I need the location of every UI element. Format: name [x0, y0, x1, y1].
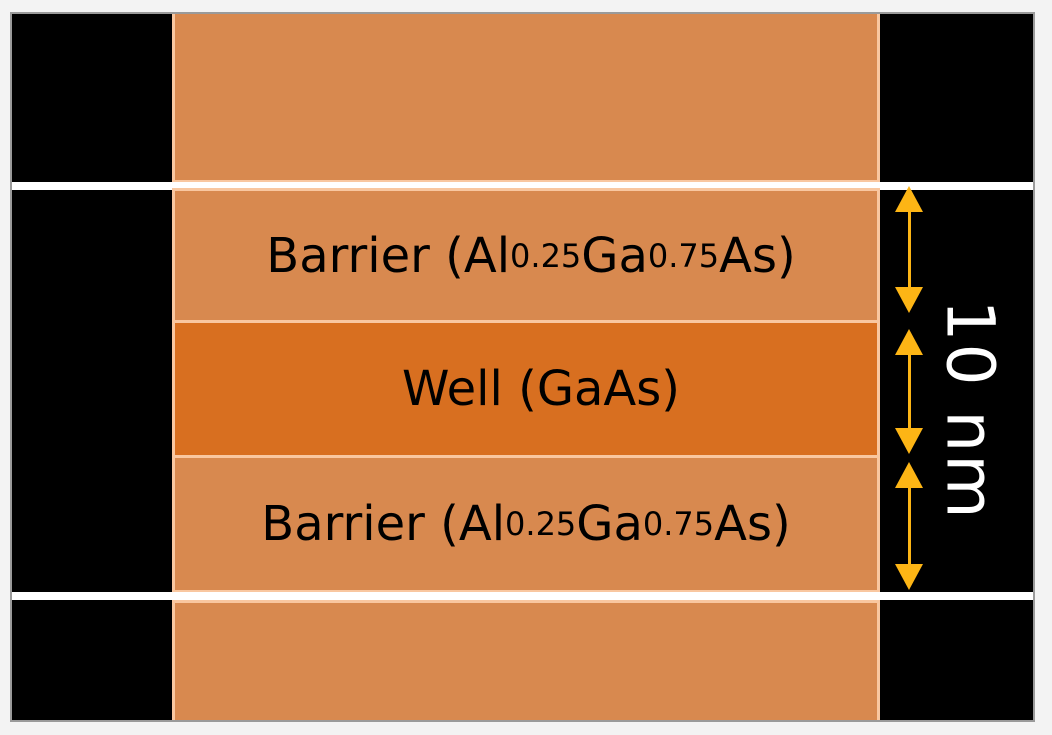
bottom-layer — [172, 600, 880, 720]
arrow-down-icon — [895, 287, 923, 313]
separator-line-bottom — [12, 592, 1033, 600]
top-layer — [172, 14, 880, 183]
well-label: Well (GaAs) — [401, 361, 680, 417]
arrow-up-icon — [895, 462, 923, 488]
separator-line-top — [12, 182, 1033, 190]
arrow-shaft — [908, 210, 911, 300]
arrow-down-icon — [895, 428, 923, 454]
arrow-up-icon — [895, 186, 923, 212]
arrow-shaft — [908, 352, 911, 437]
well-layer: Well (GaAs) — [172, 320, 880, 458]
arrow-shaft — [908, 486, 911, 576]
arrow-up-icon — [895, 329, 923, 355]
arrow-down-icon — [895, 564, 923, 590]
thickness-label: 10 nm — [931, 299, 1009, 521]
